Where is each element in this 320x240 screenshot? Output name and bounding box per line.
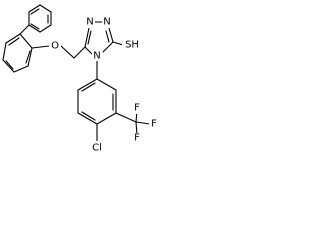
fluorine-top-label: F [134,103,140,114]
chlorophenyl-ring [77,78,117,125]
ring-oxygen-bond [31,45,50,49]
top-phenyl-ring [28,4,52,33]
oxygen-label: O [51,41,59,52]
nitrogen-4-label: N [93,51,100,62]
chlorine-label: Cl [92,143,102,154]
fluorine-bottom-label: F [134,133,140,144]
atom-labels: O N N N SH Cl F F F [49,17,159,154]
thiol-label: SH [125,40,139,51]
trifluoromethyl-group [115,109,151,136]
thiol-bond [112,41,124,46]
nitrogen-2-label: N [103,17,110,28]
lower-phenyl-ring [2,33,33,73]
fluorine-right-label: F [151,119,157,130]
nitrogen-1-label: N [86,17,93,28]
biphenyl-bond [19,24,30,35]
chemical-structure: O N N N SH Cl F F F [2,4,159,154]
triazole-ring [84,21,114,55]
methylene-triazole-bond [73,46,86,59]
oxygen-methylene-bond [60,45,75,59]
